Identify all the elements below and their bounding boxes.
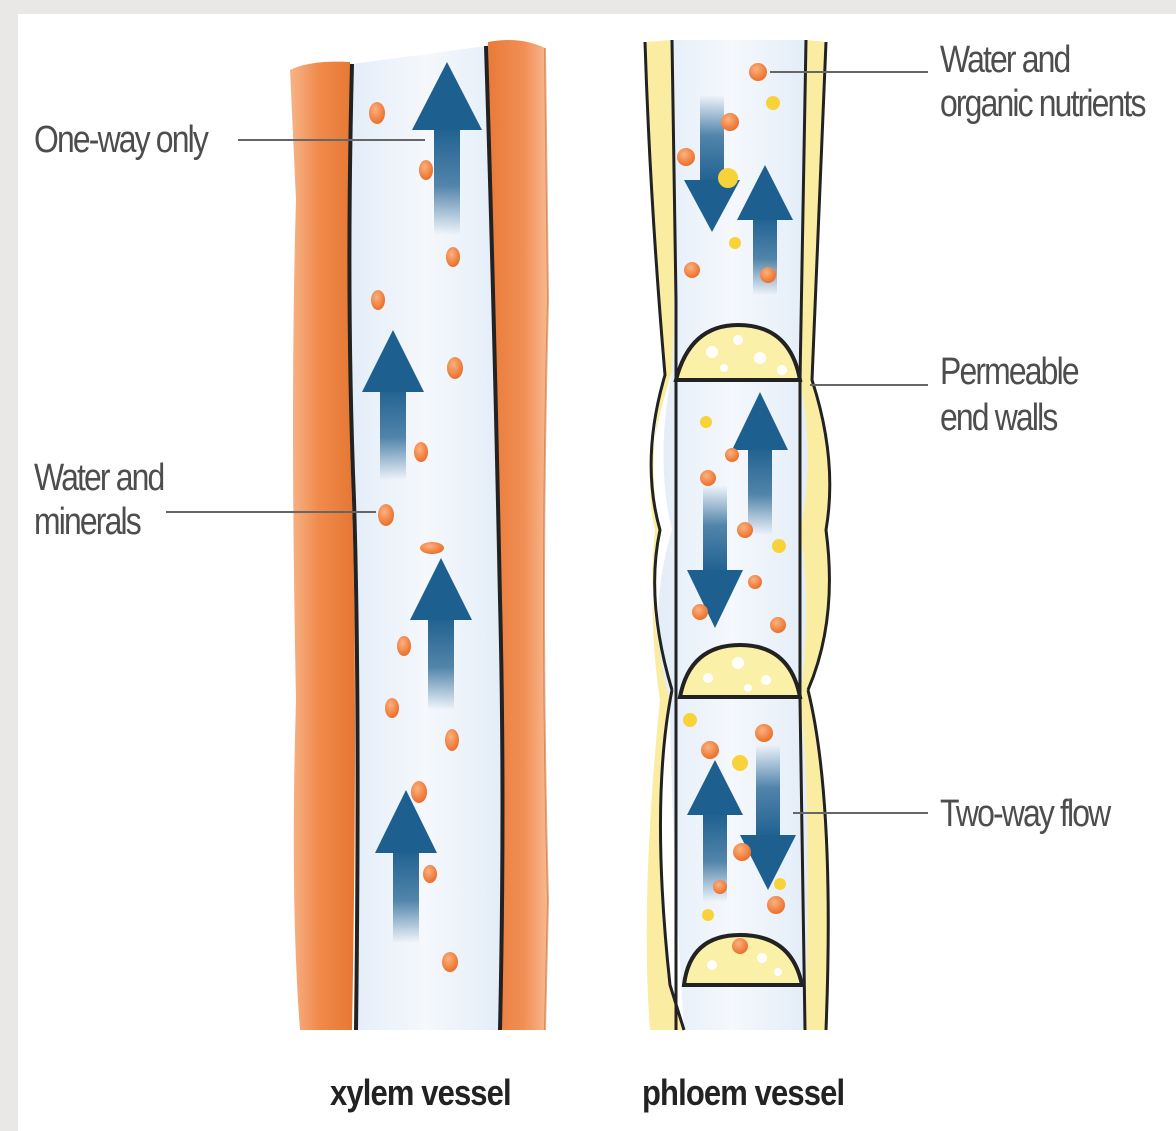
caption-phloem-vessel: phloem vessel: [642, 1072, 844, 1114]
label-water-and-organic-line2: organic nutrients: [940, 82, 1145, 126]
label-water-and-organic-line1: Water and: [940, 38, 1069, 82]
label-water-and-minerals-line2: minerals: [34, 500, 140, 544]
caption-xylem-vessel: xylem vessel: [330, 1072, 511, 1114]
xylem-wall-left: [290, 62, 355, 1030]
label-permeable-end-walls-line1: Permeable: [940, 350, 1078, 394]
phloem-vessel: [645, 40, 830, 1030]
label-water-and-minerals-line1: Water and: [34, 456, 163, 500]
xylem-lumen: [349, 46, 502, 1030]
label-permeable-end-walls-line2: end walls: [940, 396, 1056, 440]
label-two-way-flow: Two-way flow: [940, 792, 1109, 836]
label-one-way-only: One-way only: [34, 118, 207, 162]
